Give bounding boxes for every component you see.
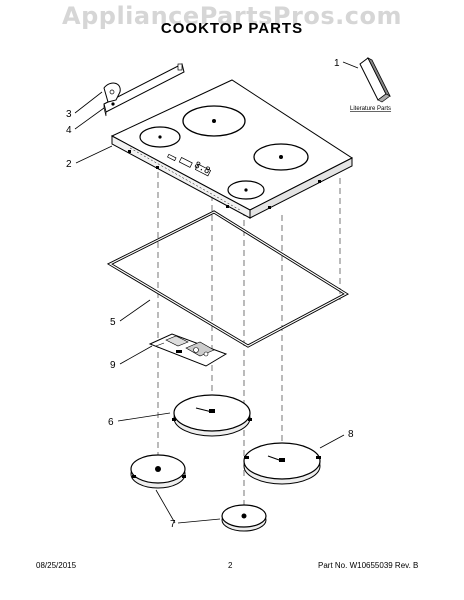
bracket bbox=[103, 63, 185, 117]
element-small-left bbox=[130, 454, 186, 489]
callout-1: 1 bbox=[334, 58, 340, 69]
gasket bbox=[106, 210, 350, 348]
callout-8: 8 bbox=[348, 429, 354, 440]
literature-label: Literature Parts bbox=[350, 106, 391, 112]
literature-booklet bbox=[359, 57, 391, 103]
leader-lines bbox=[74, 61, 359, 524]
callout-7: 7 bbox=[170, 519, 176, 530]
cooktop-glass: 8.8 bbox=[110, 79, 353, 219]
callout-9: 9 bbox=[110, 360, 116, 371]
element-large-8 bbox=[243, 442, 321, 485]
footer-part-number: Part No. W10655039 Rev. B bbox=[318, 561, 419, 570]
control-board bbox=[148, 333, 228, 367]
footer-date: 08/25/2015 bbox=[36, 561, 77, 570]
bracket-clip bbox=[103, 82, 121, 103]
front-tabs bbox=[128, 150, 321, 209]
callout-2: 2 bbox=[66, 159, 72, 170]
page-title: COOKTOP PARTS bbox=[160, 20, 304, 37]
element-large-6 bbox=[172, 394, 252, 437]
watermark: AppliancePartsPros.com bbox=[62, 2, 402, 30]
callout-4: 4 bbox=[66, 125, 72, 136]
callout-5: 5 bbox=[110, 317, 116, 328]
callout-6: 6 bbox=[108, 417, 114, 428]
footer-page-number: 2 bbox=[228, 561, 233, 570]
element-small-front bbox=[221, 504, 267, 532]
cooktop-side-edge bbox=[249, 157, 353, 219]
callout-3: 3 bbox=[66, 109, 72, 120]
